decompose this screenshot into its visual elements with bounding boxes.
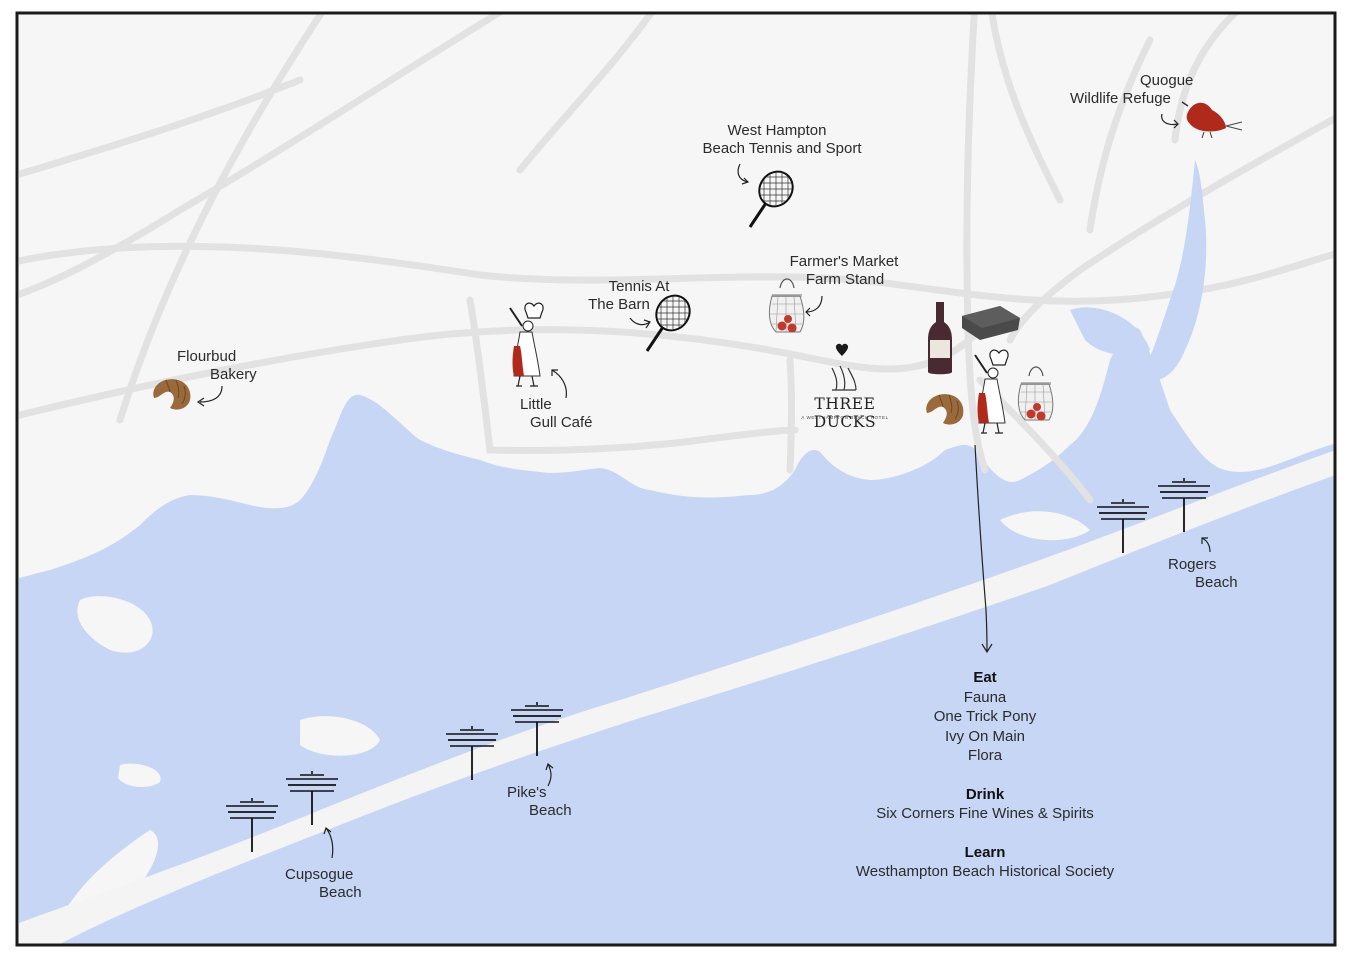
learn-heading: Learn (964, 843, 1006, 861)
flourbud-label-line2: Bakery (210, 366, 257, 383)
little-gull-label-line2: Gull Café (530, 414, 593, 431)
farmers-market-label-line1: Farmer's Market (789, 253, 899, 270)
tennis-barn-label-line2: The Barn (588, 296, 650, 313)
little-gull-label-line1: Little (520, 396, 552, 413)
learn-item-historical-society[interactable]: Westhampton Beach Historical Society (855, 863, 1115, 880)
pointer-arrows (196, 113, 1211, 859)
westhampton-tennis-label: West Hampton Beach Tennis and Sport (700, 122, 864, 158)
eat-item-flora[interactable]: Flora (967, 747, 1003, 764)
farmers-market-label: Farmer's Market Farm Stand (788, 253, 900, 289)
quogue-label-line1: Quogue (1140, 72, 1194, 89)
wine-bottle-icon[interactable] (928, 302, 952, 375)
drink-heading: Drink (965, 785, 1005, 803)
three-ducks-logo-text: THREE DUCKS (813, 395, 877, 431)
cupsogue-beach-label-line1: Cupsogue (285, 866, 354, 883)
eat-item-fauna[interactable]: Fauna (963, 688, 1007, 706)
tennis-barn-label: Tennis At The Barn (582, 278, 674, 314)
three-ducks-logo-mark (831, 365, 857, 391)
pikes-beach-label: Pike's Beach (507, 784, 572, 820)
flourbud-label-line1: Flourbud (177, 348, 237, 365)
book-icon[interactable] (962, 306, 1020, 340)
red-bird-icon[interactable] (1181, 101, 1243, 139)
legend-spacer (835, 824, 1135, 843)
cupsogue-beach-label-line2: Beach (319, 884, 362, 901)
pikes-beach-label-line2: Beach (529, 802, 572, 819)
nearby-legend: Eat Fauna One Trick Pony Ivy On Main Flo… (835, 668, 1135, 882)
rogers-beach-label-line2: Beach (1195, 574, 1238, 591)
eat-heading: Eat (973, 669, 997, 686)
heart-icon (835, 343, 849, 356)
flourbud-label: Flourbud Bakery (177, 348, 257, 384)
little-gull-label: Little Gull Café (520, 396, 593, 432)
quogue-label-line2: Wildlife Refuge (1070, 90, 1171, 107)
drink-item-six-corners[interactable]: Six Corners Fine Wines & Spirits (876, 805, 1094, 822)
eat-item-one-trick-pony[interactable]: One Trick Pony (933, 708, 1037, 725)
cupsogue-beach-label: Cupsogue Beach (285, 866, 362, 902)
rogers-beach-label: Rogers Beach (1168, 556, 1238, 592)
eat-item-ivy-on-main[interactable]: Ivy On Main (944, 727, 1026, 745)
quogue-label: Quogue Wildlife Refuge (1070, 72, 1193, 108)
legend-spacer (835, 766, 1135, 785)
farmers-market-label-line2: Farm Stand (805, 271, 885, 288)
three-ducks-logo-tagline: A WESTHAMPTON BEACH HOTEL (801, 415, 889, 420)
tennis-barn-label-line1: Tennis At (608, 278, 670, 295)
rogers-beach-label-line1: Rogers (1168, 556, 1217, 573)
westhampton-tennis-label-line1: West Hampton (727, 122, 827, 139)
westhampton-tennis-label-line2: Beach Tennis and Sport (702, 140, 862, 157)
pikes-beach-label-line1: Pike's (507, 784, 547, 801)
